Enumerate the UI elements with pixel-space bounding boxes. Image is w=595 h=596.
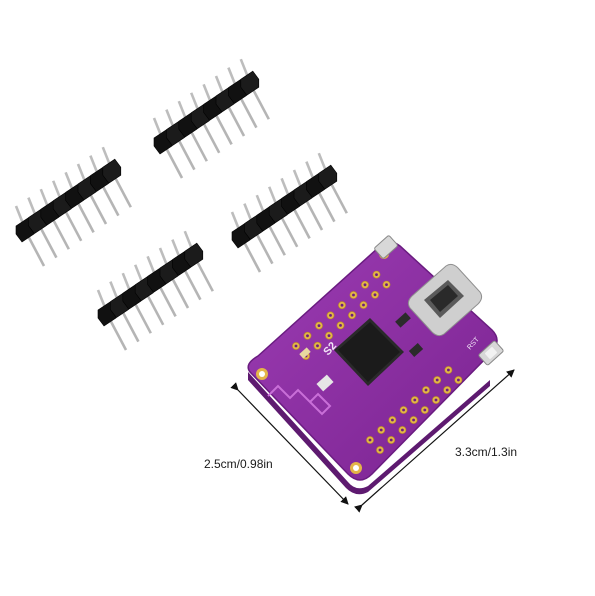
gold-pad-hole — [385, 283, 388, 286]
smd-component — [408, 343, 424, 357]
microcontroller-chip — [334, 318, 404, 386]
length-arrow — [354, 369, 515, 513]
gold-pad-hole — [389, 438, 393, 442]
gold-pad-hole — [391, 418, 394, 422]
gold-pad-hole — [379, 428, 383, 432]
gold-pad-hole — [402, 408, 405, 412]
pin-header-strip — [14, 146, 132, 267]
gold-pad-hole — [412, 418, 415, 422]
gold-pad-hole — [352, 293, 355, 297]
boot-button — [374, 235, 398, 259]
gold-pad-hole — [350, 313, 354, 317]
gold-pad-hole — [457, 378, 460, 382]
gold-pad-hole — [435, 378, 439, 382]
gold-pad-hole — [413, 398, 417, 402]
width-dimension-label: 2.5cm/0.98in — [204, 457, 273, 471]
pin-header-strips — [14, 58, 348, 351]
length-dimension-label: 3.3cm/1.3in — [455, 445, 518, 459]
smd-component — [395, 312, 411, 328]
gold-pad-hole — [363, 283, 367, 287]
gold-pad-hole — [378, 448, 382, 452]
gold-pad-hole — [306, 334, 309, 338]
header-plastic-block — [102, 158, 122, 184]
dimension-arrows — [230, 369, 515, 513]
gold-pad-hole — [368, 438, 372, 442]
gold-pad-hole — [329, 314, 332, 317]
smd-component — [299, 347, 311, 359]
gold-pad-hole — [362, 303, 365, 307]
reset-button — [478, 340, 504, 366]
header-plastic-block — [318, 164, 338, 190]
gold-pad-hole — [340, 303, 344, 307]
header-plastic-block — [184, 242, 204, 268]
gold-pad-hole — [401, 428, 404, 432]
gold-pad-hole — [375, 273, 378, 276]
pin-header-strip — [152, 58, 270, 179]
header-plastic-block — [240, 70, 260, 96]
gold-pad-hole — [339, 324, 342, 327]
gold-pad-hole — [327, 334, 331, 337]
gold-pad-hole — [373, 293, 377, 297]
gold-pad-hole — [424, 388, 428, 392]
mounting-hole-center — [259, 371, 265, 377]
gold-pad-hole — [294, 344, 298, 348]
gold-pad-hole — [423, 408, 427, 412]
gold-pad-hole — [434, 398, 438, 402]
gold-pad-hole — [317, 324, 321, 327]
gold-pad-hole — [445, 388, 449, 392]
usb-c-port — [407, 263, 483, 337]
pin-header-strip — [96, 230, 214, 351]
gold-pad-hole — [447, 368, 450, 372]
width-arrow — [230, 382, 349, 505]
mounting-hole-center — [353, 465, 359, 471]
gold-pad-hole — [316, 344, 319, 348]
pin-header-strip — [230, 152, 348, 273]
